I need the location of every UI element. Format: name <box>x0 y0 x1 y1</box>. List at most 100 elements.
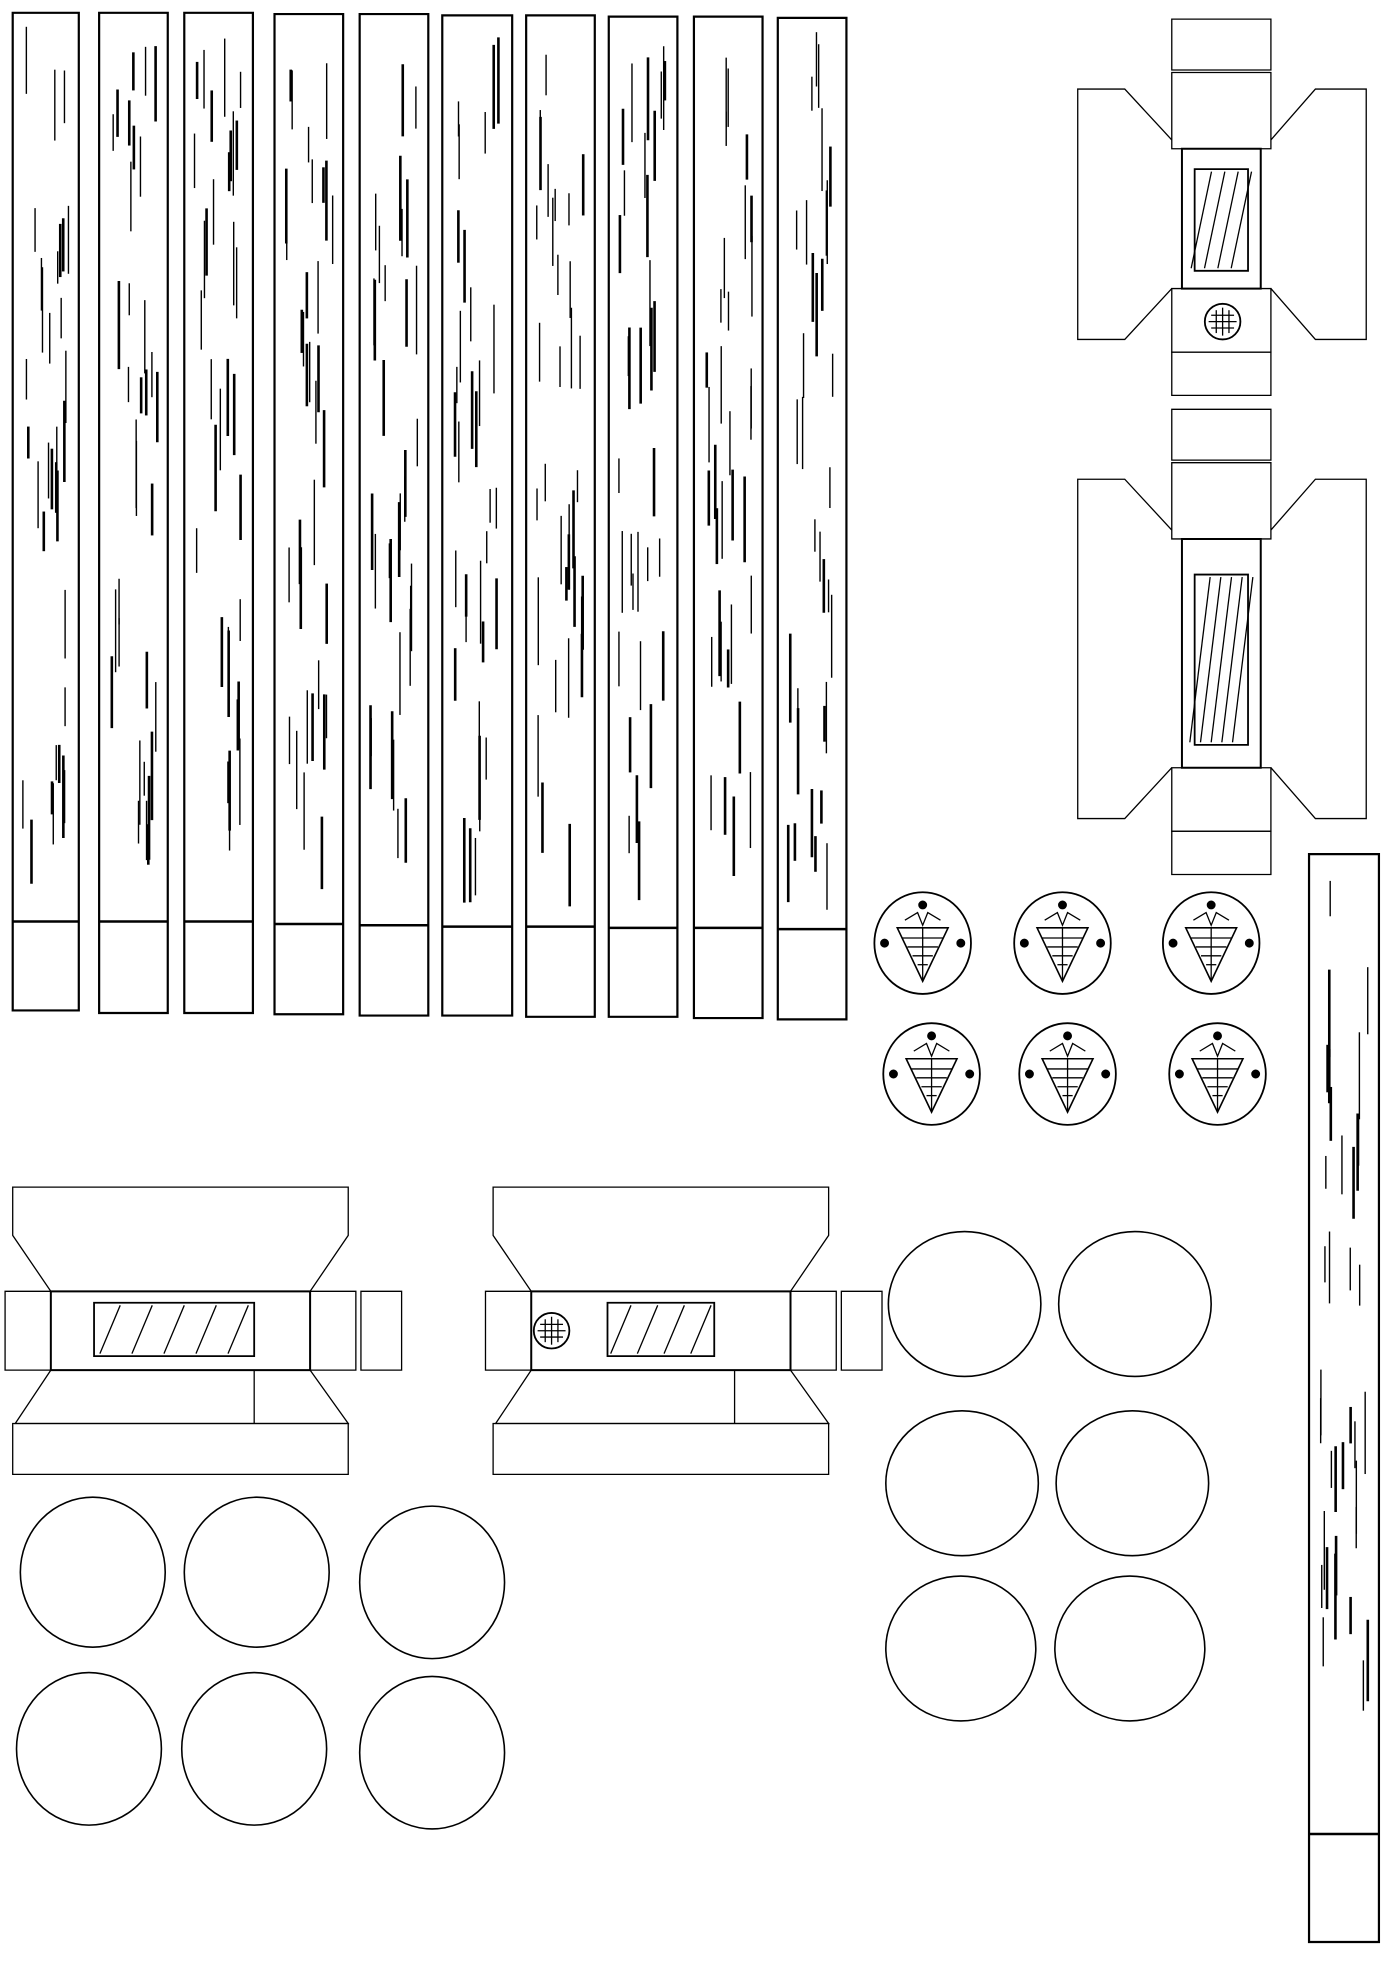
emblem-disc <box>1019 1023 1116 1125</box>
vertical-lantern-piece <box>1078 19 1366 395</box>
emblem-dot <box>1176 1070 1184 1078</box>
emblem-dot <box>1214 1032 1222 1040</box>
window-hatch <box>100 1305 120 1353</box>
round-disc <box>182 1673 327 1826</box>
side-panel <box>1172 768 1271 832</box>
emblem-dot <box>957 939 965 947</box>
horizontal-lantern-piece <box>5 1187 402 1474</box>
wood-plank <box>13 13 79 1011</box>
plank-outline <box>13 13 79 1011</box>
window-hatch <box>164 1305 184 1353</box>
window-hatch <box>1191 172 1211 269</box>
side-panel <box>5 1291 51 1370</box>
window-hatch <box>691 1305 711 1353</box>
side-panel <box>310 1291 356 1370</box>
emblem-dot <box>890 1070 898 1078</box>
round-disc <box>360 1506 505 1659</box>
emblem-dot <box>881 939 889 947</box>
round-disc <box>184 1497 329 1647</box>
emblem-outline <box>874 892 971 994</box>
bottom-flap-lines <box>496 1370 829 1423</box>
wood-plank <box>99 13 168 1013</box>
left-flap <box>1078 479 1172 818</box>
window-hatch <box>611 1305 631 1353</box>
emblem-disc <box>1163 892 1260 994</box>
window-hatch <box>1218 172 1238 269</box>
plank-outline <box>526 15 595 1016</box>
round-disc <box>20 1497 165 1647</box>
round-grille <box>1205 304 1241 340</box>
emblem-dot <box>1169 939 1177 947</box>
emblem-dot <box>966 1070 974 1078</box>
window-hatch <box>196 1305 216 1353</box>
emblem-dot <box>1252 1070 1260 1078</box>
round-grille <box>534 1313 570 1349</box>
right-flap <box>1271 89 1366 339</box>
plank-outline <box>609 17 678 1017</box>
horizontal-lantern-piece <box>485 1187 882 1474</box>
round-disc <box>360 1676 505 1829</box>
bottom-panel <box>13 1424 349 1475</box>
wood-plank <box>1309 854 1379 1942</box>
round-disc <box>886 1576 1036 1721</box>
emblem-dot <box>1064 1032 1072 1040</box>
crown-icon <box>914 1044 950 1057</box>
emblem-outline <box>1169 1023 1266 1125</box>
window-hatch <box>1222 577 1242 742</box>
side-panel <box>791 1291 837 1370</box>
window-hatch <box>1201 577 1221 742</box>
round-disc <box>17 1673 162 1826</box>
emblem-dot <box>1059 901 1067 909</box>
round-discs <box>17 1232 1212 1829</box>
emblem-dot <box>1026 1070 1034 1078</box>
end-tab <box>1172 831 1271 874</box>
right-flap <box>1271 479 1366 818</box>
window-hatch <box>1233 577 1253 742</box>
wood-plank <box>526 15 595 1016</box>
bottom-flap-lines <box>15 1370 348 1423</box>
wood-planks <box>13 13 1379 1942</box>
emblem-outline <box>1014 892 1111 994</box>
emblem-outline <box>1019 1023 1116 1125</box>
crown-icon <box>1193 913 1229 926</box>
side-panel <box>1172 463 1271 539</box>
plank-outline <box>184 13 253 1013</box>
end-tab <box>1172 409 1271 460</box>
emblem-outline <box>1163 892 1260 994</box>
window-hatch <box>132 1305 152 1353</box>
window-frame <box>607 1303 714 1356</box>
end-tab <box>361 1291 402 1370</box>
window-frame <box>1195 575 1248 745</box>
wood-plank <box>184 13 253 1013</box>
emblem-dot <box>1207 901 1215 909</box>
plank-outline <box>275 14 344 1014</box>
side-panel <box>1172 289 1271 353</box>
round-disc <box>1055 1576 1205 1721</box>
wood-plank <box>694 17 763 1018</box>
emblem-disc <box>883 1023 980 1125</box>
top-flap <box>493 1187 829 1291</box>
emblem-discs <box>874 892 1265 1125</box>
plank-outline <box>99 13 168 1013</box>
round-disc <box>888 1232 1041 1377</box>
crown-icon <box>1050 1044 1086 1057</box>
wood-plank <box>275 14 344 1014</box>
crown-icon <box>905 913 941 926</box>
round-disc <box>1056 1411 1209 1556</box>
emblem-dot <box>1097 939 1105 947</box>
plank-outline <box>1309 854 1379 1942</box>
wood-plank <box>778 18 847 1019</box>
plank-outline <box>360 14 429 1015</box>
end-tab <box>1172 19 1271 70</box>
plank-outline <box>778 18 847 1019</box>
side-panel <box>1172 73 1271 149</box>
end-tab <box>1172 352 1271 395</box>
window-hatch <box>637 1305 657 1353</box>
emblem-dot <box>1245 939 1253 947</box>
crown-icon <box>1045 913 1081 926</box>
lantern-assemblies <box>5 19 1366 1474</box>
crown-icon <box>1200 1044 1236 1057</box>
top-flap <box>13 1187 349 1291</box>
window-frame <box>94 1303 254 1356</box>
